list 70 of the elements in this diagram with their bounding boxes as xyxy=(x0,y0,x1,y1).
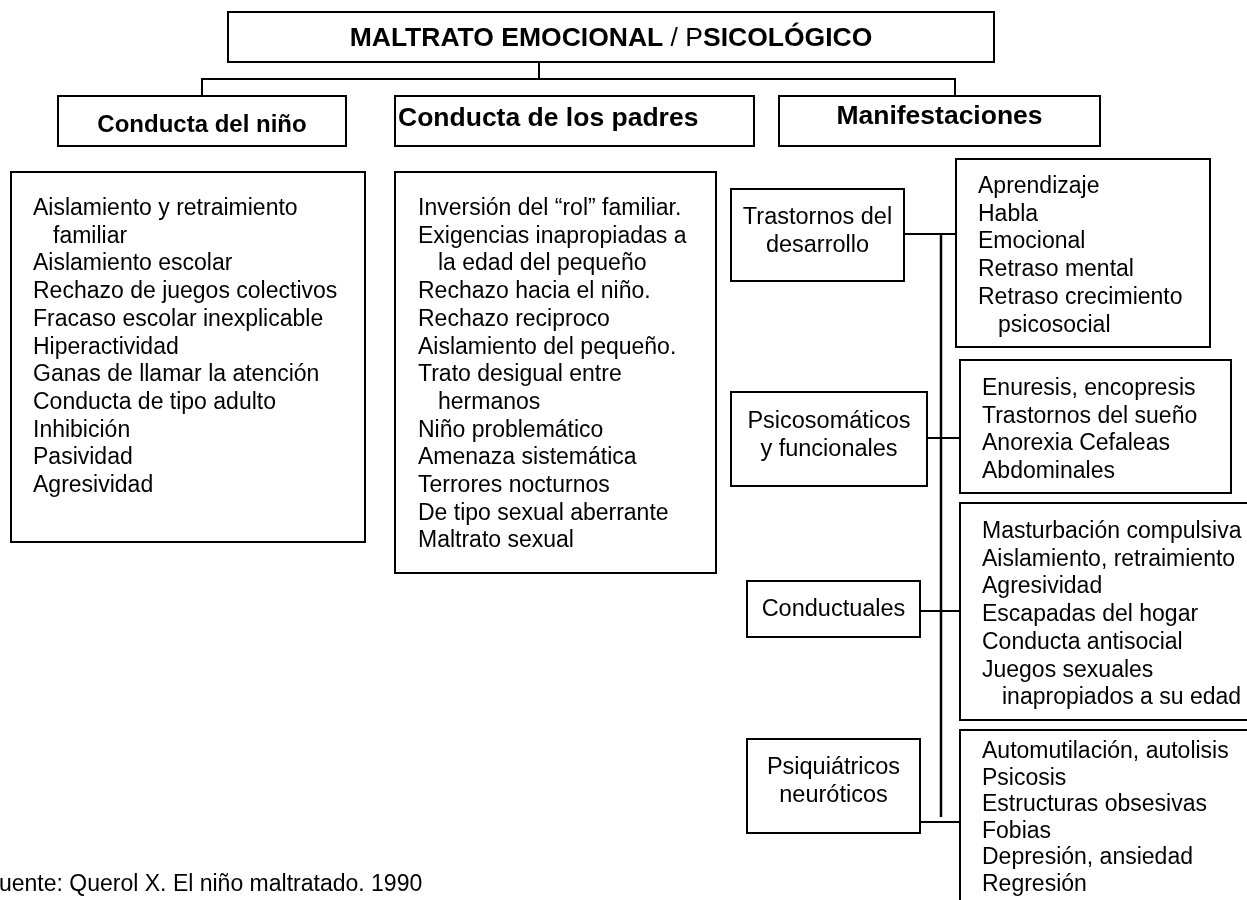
heading-box xyxy=(778,95,1101,147)
category-box xyxy=(730,188,905,282)
list-item: Trato desigual entre hermanos xyxy=(418,360,623,416)
list-box xyxy=(10,171,366,543)
list-item: Agresividad xyxy=(982,572,1104,601)
list-item: Abdominales xyxy=(982,457,1116,485)
list-item: Conducta antisocial xyxy=(982,627,1184,656)
list-item: Aislamiento escolar xyxy=(33,249,234,278)
list-item: Aislamiento del pequeño. xyxy=(418,332,678,361)
list-item: Rechazo hacia el niño. xyxy=(418,277,652,305)
source-note: uente: Querol X. El niño maltratado. 1990 xyxy=(0,869,423,897)
list-item: Aislamiento, retraimiento xyxy=(982,544,1237,573)
list-item: Fobias xyxy=(982,816,1053,843)
list-item: Aprendizaje xyxy=(978,172,1101,200)
heading-box xyxy=(57,95,347,147)
list-item: Enuresis, encopresis xyxy=(982,374,1197,402)
connector-line xyxy=(927,437,960,439)
title-text: MALTRATO EMOCIONAL / PSICOLÓGICO xyxy=(348,21,874,52)
list-item: Estructuras obsesivas xyxy=(982,790,1208,817)
list-item: Hiperactividad xyxy=(33,332,180,361)
list-item: Trastornos del sueño xyxy=(982,401,1199,430)
list-item: Automutilación, autolisis xyxy=(982,737,1230,764)
list-item: Pasividad xyxy=(33,443,134,472)
list-item: Inhibición xyxy=(33,415,132,444)
list-box xyxy=(959,729,1247,900)
list-item: Rechazo de juegos colectivos xyxy=(33,277,339,305)
list-item: Rechazo reciproco xyxy=(418,304,611,333)
connector-line xyxy=(538,62,956,96)
category-text: Conductuales xyxy=(760,594,907,622)
title-box xyxy=(227,11,995,63)
connector-line xyxy=(920,821,960,823)
list-box xyxy=(955,158,1211,348)
list-item: Masturbación compulsiva xyxy=(982,517,1243,545)
heading-text: Conducta del niño xyxy=(96,109,308,139)
list-item: Juegos sexuales inapropiados a su edad xyxy=(982,655,1243,711)
list-item: Escapadas del hogar xyxy=(982,600,1200,628)
list-item: Fracaso escolar inexplicable xyxy=(33,304,325,333)
category-box xyxy=(730,391,928,487)
list-item: De tipo sexual aberrante xyxy=(418,498,670,527)
heading-box xyxy=(394,95,755,147)
list-item: Regresión xyxy=(982,869,1088,896)
list-item: Retraso crecimiento psicosocial xyxy=(978,282,1184,339)
connector-line xyxy=(920,610,960,612)
list-item: Ganas de llamar la atención xyxy=(33,360,321,388)
list-item: Retraso mental xyxy=(978,255,1135,283)
category-box xyxy=(746,738,921,834)
connector-line xyxy=(904,233,956,235)
list-item: Inversión del “rol” familiar. xyxy=(418,194,683,222)
list-item: Exigencias inapropiadas a la edad del pequeño xyxy=(418,221,688,278)
category-text: Psiquiátricos neuróticos xyxy=(765,752,902,808)
list-item: Maltrato sexual xyxy=(418,526,575,555)
heading-text: Manifestaciones xyxy=(835,99,1044,130)
category-text: Trastornos del desarrollo xyxy=(741,202,894,258)
list-item: Depresión, ansiedad xyxy=(982,843,1194,870)
list-item: Conducta de tipo adulto xyxy=(33,387,277,416)
list-item: Agresividad xyxy=(33,471,155,499)
category-box xyxy=(746,580,921,638)
list-item: Terrores nocturnos xyxy=(418,471,611,499)
list-box xyxy=(394,171,717,574)
list-item: Amenaza sistemática xyxy=(418,443,638,472)
list-item: Habla xyxy=(978,199,1040,228)
heading-text: Conducta de los padres xyxy=(397,101,700,132)
list-item: Aislamiento y retraimiento familiar xyxy=(33,194,299,250)
list-box xyxy=(959,502,1247,721)
category-text: Psicosomáticos y funcionales xyxy=(746,406,912,462)
list-item: Niño problemático xyxy=(418,415,605,444)
list-item: Anorexia Cefaleas xyxy=(982,429,1171,458)
list-item: Psicosis xyxy=(982,763,1068,790)
list-item: Emocional xyxy=(978,227,1087,256)
list-box xyxy=(959,359,1232,494)
